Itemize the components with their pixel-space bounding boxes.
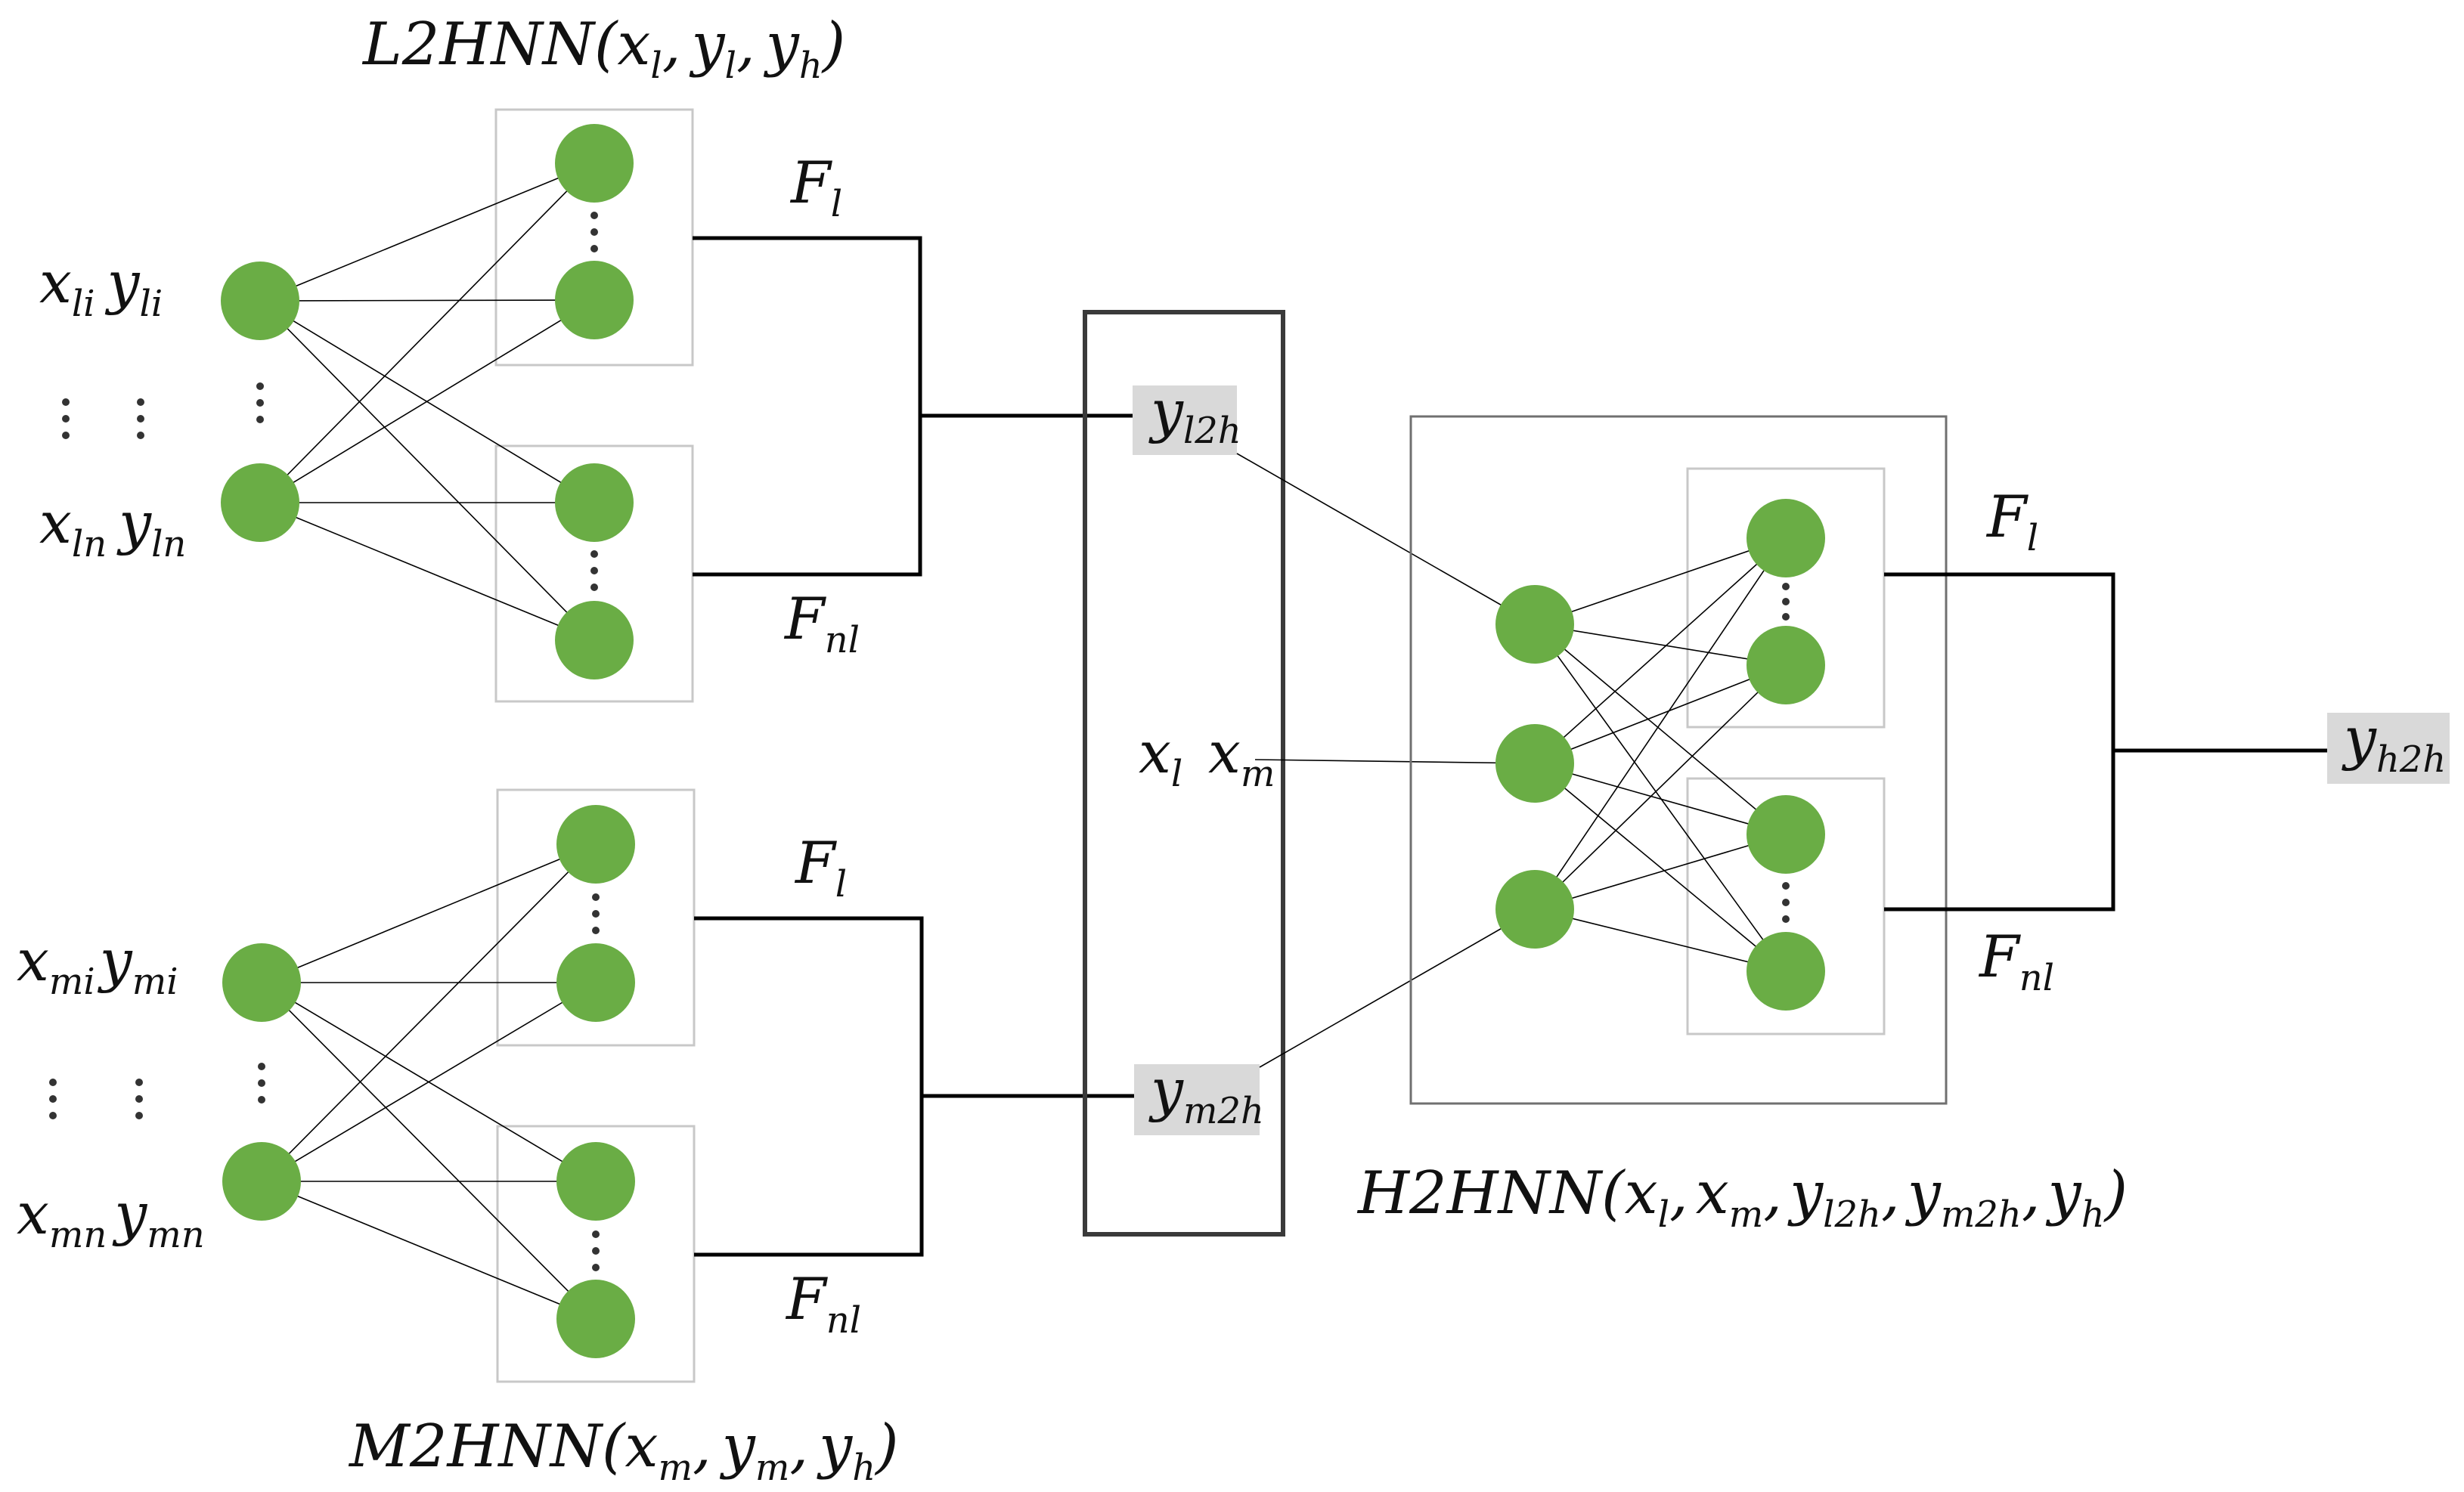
edge	[1534, 537, 1787, 764]
y-m2h-highlight	[1134, 1064, 1260, 1135]
edge	[261, 844, 597, 983]
ellipsis-dots	[1782, 583, 1790, 923]
m2hnn-title: M2HNN(xm,ym,yh)	[348, 1413, 899, 1489]
h2hnn-nonlinear-subnet-box	[1686, 777, 1886, 1035]
h2hnn-output-label-linear: Fl	[1985, 483, 2038, 559]
y-l2h-label: yl2h	[1148, 377, 1241, 452]
y-h2h-highlight	[2327, 713, 2450, 784]
x-to-h2hnn-edge	[1254, 759, 1536, 764]
edge	[1534, 763, 1787, 835]
x-l-label: xl	[1139, 719, 1182, 795]
intermediate-data-box: yl2h xl xm ym2h	[1083, 310, 1536, 1237]
h2hnn-input-node-1	[1495, 585, 1574, 664]
m2hnn-output-label-linear: Fl	[794, 829, 847, 905]
h2hnn-title: H2HNN(xl,xm,yl2h,ym2h,yh)	[1356, 1159, 2128, 1236]
edge	[259, 299, 595, 302]
edge	[261, 844, 597, 1182]
y-m2h-to-h2hnn-edge	[1259, 909, 1536, 1068]
y-m2h-label: ym2h	[1148, 1056, 1264, 1132]
l2hnn-linear-node-1	[555, 124, 634, 203]
edge	[1534, 834, 1787, 910]
l2hnn-linear-node-2	[555, 261, 634, 339]
h2hnn-edges	[1534, 537, 1787, 972]
ellipsis-dots	[62, 212, 598, 591]
m2hnn-edges	[261, 844, 597, 1320]
m2hnn-input-node-first	[222, 943, 301, 1022]
l2hnn-output-label-nonlinear: Fnl	[783, 585, 860, 661]
y-l2h-highlight	[1133, 385, 1237, 455]
l2hnn-title: L2HNN(xl,yl,yh)	[361, 11, 845, 87]
h2hnn-output-label-nonlinear: Fnl	[1978, 923, 2054, 999]
l2hnn-input-node-first	[221, 262, 299, 340]
m2hnn-nonlinear-node-1	[556, 1142, 635, 1221]
l2hnn-input-node-last	[221, 463, 299, 542]
h2hnn-linear-node-1	[1746, 499, 1825, 577]
m2hnn-input-label-first: xmiymi	[17, 927, 178, 1003]
x-m-label: xm	[1208, 719, 1275, 795]
ellipsis-dots	[49, 893, 600, 1271]
m2hnn-linear-node-2	[556, 943, 635, 1022]
h2hnn-output-connector	[1884, 572, 2115, 912]
edge	[1534, 537, 1787, 625]
edge	[259, 300, 595, 641]
edge	[259, 502, 595, 641]
edge	[1534, 624, 1787, 972]
m2hnn-nonlinear-node-2	[556, 1280, 635, 1358]
h2hnn-nonlinear-node-2	[1746, 932, 1825, 1011]
edge	[1534, 664, 1787, 764]
edge	[1534, 763, 1787, 972]
h2hnn-network: H2HNN(xl,xm,yl2h,ym2h,yh) Fl Fnl yh2h	[1356, 415, 2450, 1236]
edge	[1534, 664, 1787, 910]
edge	[259, 299, 595, 503]
h2hnn-linear-node-2	[1746, 626, 1825, 704]
data-box-frame	[1083, 310, 1285, 1237]
edge	[261, 1181, 597, 1320]
m2hnn-output-connector	[694, 916, 924, 1257]
edge	[261, 982, 597, 1182]
h2hnn-input-node-2	[1495, 724, 1574, 803]
y-l2h-to-h2hnn-edge	[1236, 453, 1536, 625]
edge	[1534, 537, 1787, 910]
l2hnn-nonlinear-node-1	[555, 463, 634, 542]
y-h2h-output-label: yh2h	[2342, 704, 2446, 781]
m2hnn-input-node-last	[222, 1142, 301, 1221]
edge	[259, 163, 595, 302]
m2hnn-output-label-nonlinear: Fnl	[785, 1265, 861, 1342]
l2hnn-edges	[259, 163, 595, 641]
l2hnn-output-label-linear: Fl	[789, 149, 842, 225]
h2hnn-linear-subnet-box	[1686, 467, 1886, 729]
edge	[1534, 624, 1787, 835]
edge	[1534, 624, 1787, 666]
edge	[261, 982, 597, 1320]
m2hnn-linear-node-1	[556, 805, 635, 884]
h2hnn-outer-box	[1409, 415, 1948, 1105]
edge	[1534, 909, 1787, 972]
h2hnn-nonlinear-node-1	[1746, 795, 1825, 874]
h2hnn-input-node-3	[1495, 870, 1574, 949]
l2hnn-output-connector	[693, 236, 922, 577]
l2hnn-nonlinear-node-2	[555, 601, 634, 679]
edge	[259, 163, 595, 503]
